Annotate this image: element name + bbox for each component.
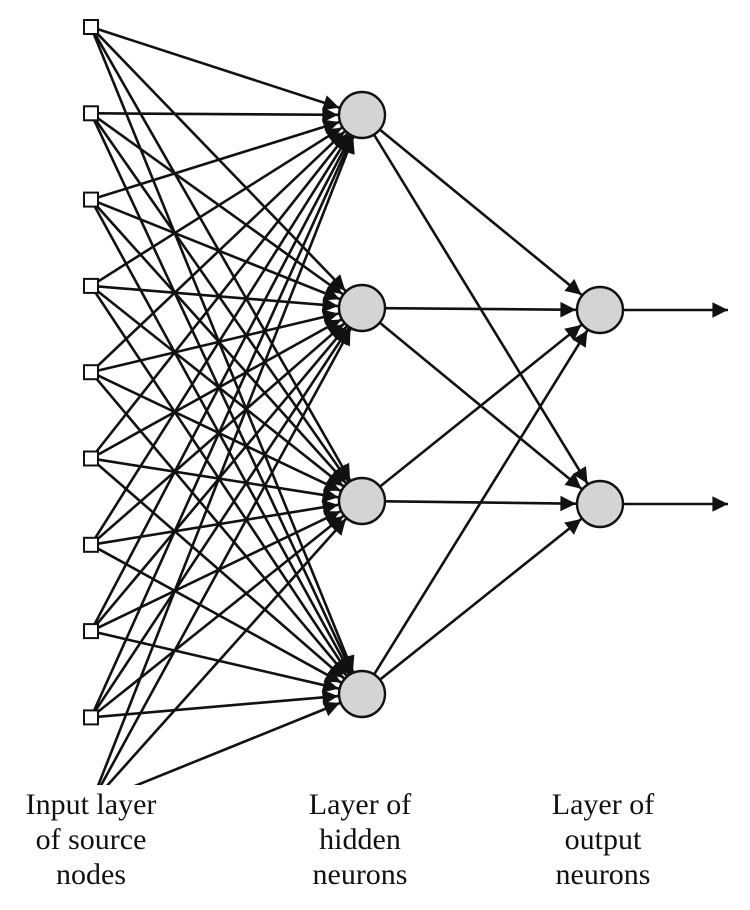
edge-input-4-to-hidden-4 — [93, 291, 350, 675]
output-neuron-1 — [575, 285, 625, 335]
input-node-9 — [83, 709, 99, 726]
input-node-3 — [83, 191, 99, 208]
output-caption-line-2: output — [564, 823, 642, 856]
hidden-caption-line-1: Layer of — [308, 788, 412, 821]
input-node-4 — [83, 277, 99, 294]
edge-input-9-to-hidden-1 — [92, 136, 354, 712]
network-graph — [83, 19, 728, 785]
edge-hidden-1-to-output-1 — [378, 128, 583, 296]
input-caption-line-3: nodes — [56, 858, 126, 891]
hidden-caption-line-3: neurons — [312, 858, 408, 891]
hidden-neuron-2 — [337, 283, 387, 333]
edge-input-2-to-hidden-3 — [93, 118, 350, 483]
input-node-7 — [83, 536, 99, 553]
edge-input-5-to-hidden-1 — [95, 130, 346, 369]
edge-input-6-to-hidden-4 — [95, 462, 345, 680]
edge-hidden-4-to-output-2 — [379, 517, 583, 681]
input-node-5 — [83, 364, 99, 381]
input-caption-line-2: of source — [35, 823, 147, 856]
hidden-layer-caption: Layer of hidden neurons — [285, 787, 435, 892]
edge-hidden-2-to-output-1 — [384, 301, 577, 318]
output-caption-line-1: Layer of — [551, 788, 655, 821]
edge-input-10-to-hidden-4 — [133, 701, 341, 785]
edge-input-4-to-hidden-1 — [96, 126, 343, 284]
input-node-8 — [83, 623, 99, 640]
edge-input-9-to-hidden-3 — [95, 514, 345, 715]
input-node-2 — [83, 105, 99, 122]
edge-input-3-to-hidden-3 — [94, 203, 347, 485]
hidden-caption-line-2: hidden — [319, 823, 401, 856]
edge-hidden-4-to-output-1 — [373, 329, 589, 676]
hidden-neuron-1 — [337, 90, 387, 140]
edge-input-3-to-hidden-1 — [97, 119, 340, 199]
output-neuron-2 — [575, 479, 625, 529]
input-caption-line-1: Input layer — [25, 788, 157, 821]
input-node-6 — [83, 450, 99, 467]
edge-input-7-to-hidden-1 — [93, 134, 351, 540]
edge-input-6-to-hidden-1 — [94, 133, 349, 454]
edge-input-2-to-hidden-1 — [97, 106, 339, 123]
edge-input-3-to-hidden-4 — [93, 205, 352, 674]
edge-input-5-to-hidden-4 — [94, 376, 348, 677]
edge-input-1-to-hidden-4 — [92, 32, 355, 673]
edge-input-8-to-hidden-1 — [93, 135, 352, 626]
edge-hidden-3-to-output-1 — [379, 324, 583, 488]
output-caption-line-3: neurons — [555, 858, 651, 891]
hidden-neuron-4 — [337, 669, 387, 719]
output-layer-caption: Layer of output neurons — [528, 787, 678, 892]
hidden-neuron-3 — [337, 476, 387, 526]
edge-input-1-to-hidden-1 — [97, 27, 340, 111]
edge-input-10-to-hidden-3 — [105, 518, 347, 785]
edge-input-10-to-hidden-1 — [96, 136, 355, 785]
edge-input-9-to-hidden-4 — [97, 689, 339, 719]
edge-input-2-to-hidden-4 — [92, 119, 354, 673]
edge-input-9-to-hidden-2 — [93, 327, 350, 713]
input-layer-caption: Input layer of source nodes — [2, 787, 180, 892]
input-node-1 — [83, 19, 99, 35]
edge-input-10-to-hidden-2 — [99, 328, 352, 785]
